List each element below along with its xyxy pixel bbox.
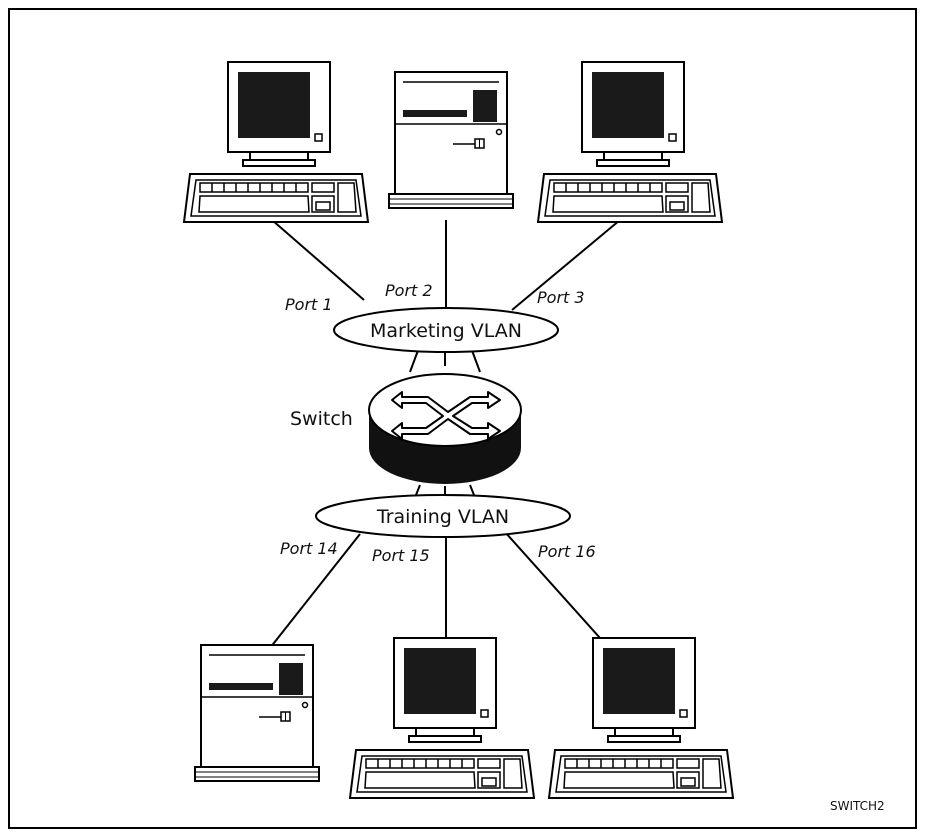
marketing-vlan-label: Marketing VLAN [370, 320, 522, 342]
training-links [269, 531, 601, 649]
port-2-label: Port 2 [385, 281, 433, 300]
switch-label: Switch [290, 408, 353, 430]
link-port-16 [504, 531, 601, 639]
figure-id: SWITCH2 [830, 799, 885, 813]
network-switch-icon [368, 373, 522, 484]
marketing-server-icon [388, 71, 514, 209]
port-1-label: Port 1 [285, 295, 333, 314]
port-3-label: Port 3 [537, 288, 585, 307]
port-15-label: Port 15 [372, 546, 430, 565]
training-server-icon [194, 644, 320, 782]
marketing-vlan-ellipse [333, 307, 559, 353]
marketing-links [271, 219, 621, 312]
link-port-1 [271, 219, 365, 301]
training-vlan-ellipse [315, 494, 571, 538]
link-port-3 [511, 219, 621, 311]
link-port-14 [269, 533, 361, 649]
port-16-label: Port 16 [538, 542, 596, 561]
port-14-label: Port 14 [280, 539, 338, 558]
training-vlan-label: Training VLAN [376, 506, 509, 528]
